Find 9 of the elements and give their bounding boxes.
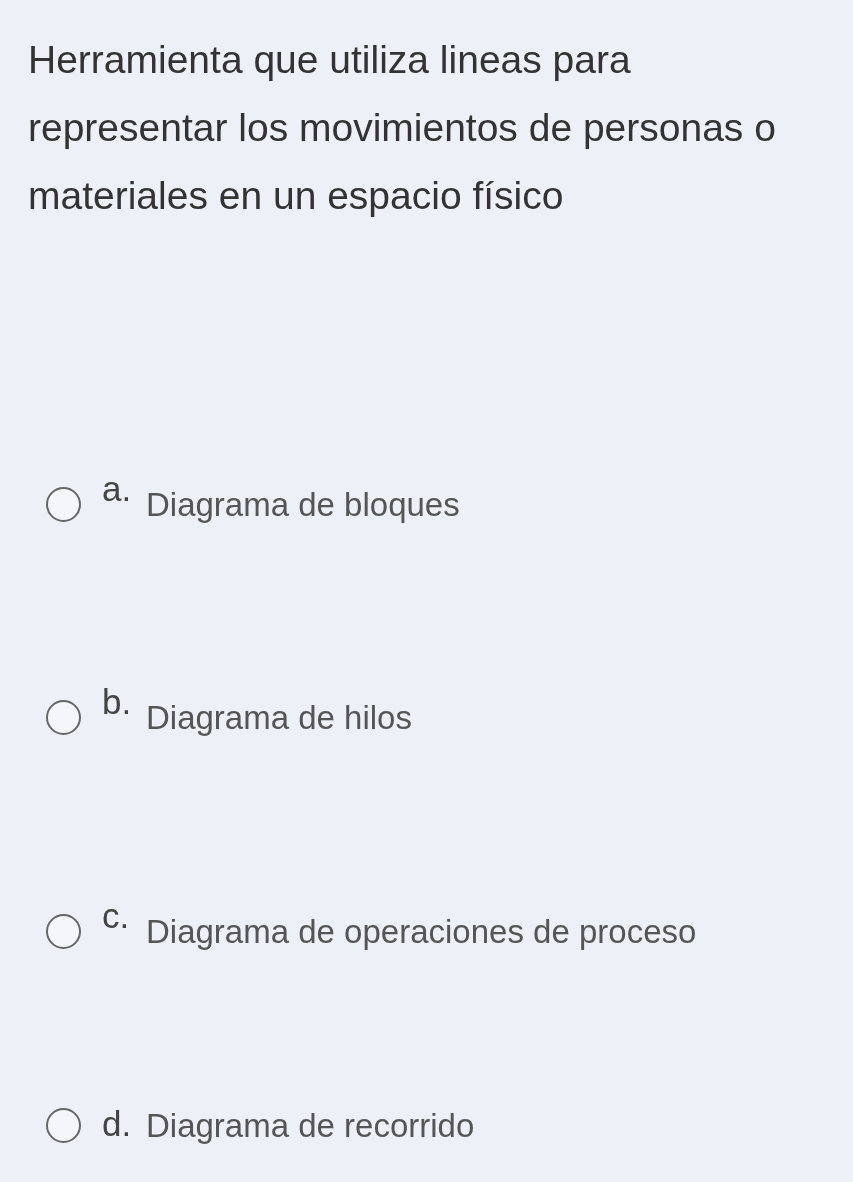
option-letter: b. [102, 682, 132, 722]
option-letter: d. [102, 1104, 132, 1144]
option-text: Diagrama de recorrido [146, 1106, 475, 1146]
option-letter: c. [102, 896, 130, 936]
option-letter: a. [102, 469, 132, 509]
question-text: Herramienta que utiliza lineas para representar los movimientos de personas o materiales en un espacio físico [28, 37, 777, 219]
option-text: Diagrama de hilos [146, 698, 412, 738]
option-text: Diagrama de operaciones de proceso [146, 912, 697, 952]
option-text: Diagrama de bloques [146, 485, 460, 525]
